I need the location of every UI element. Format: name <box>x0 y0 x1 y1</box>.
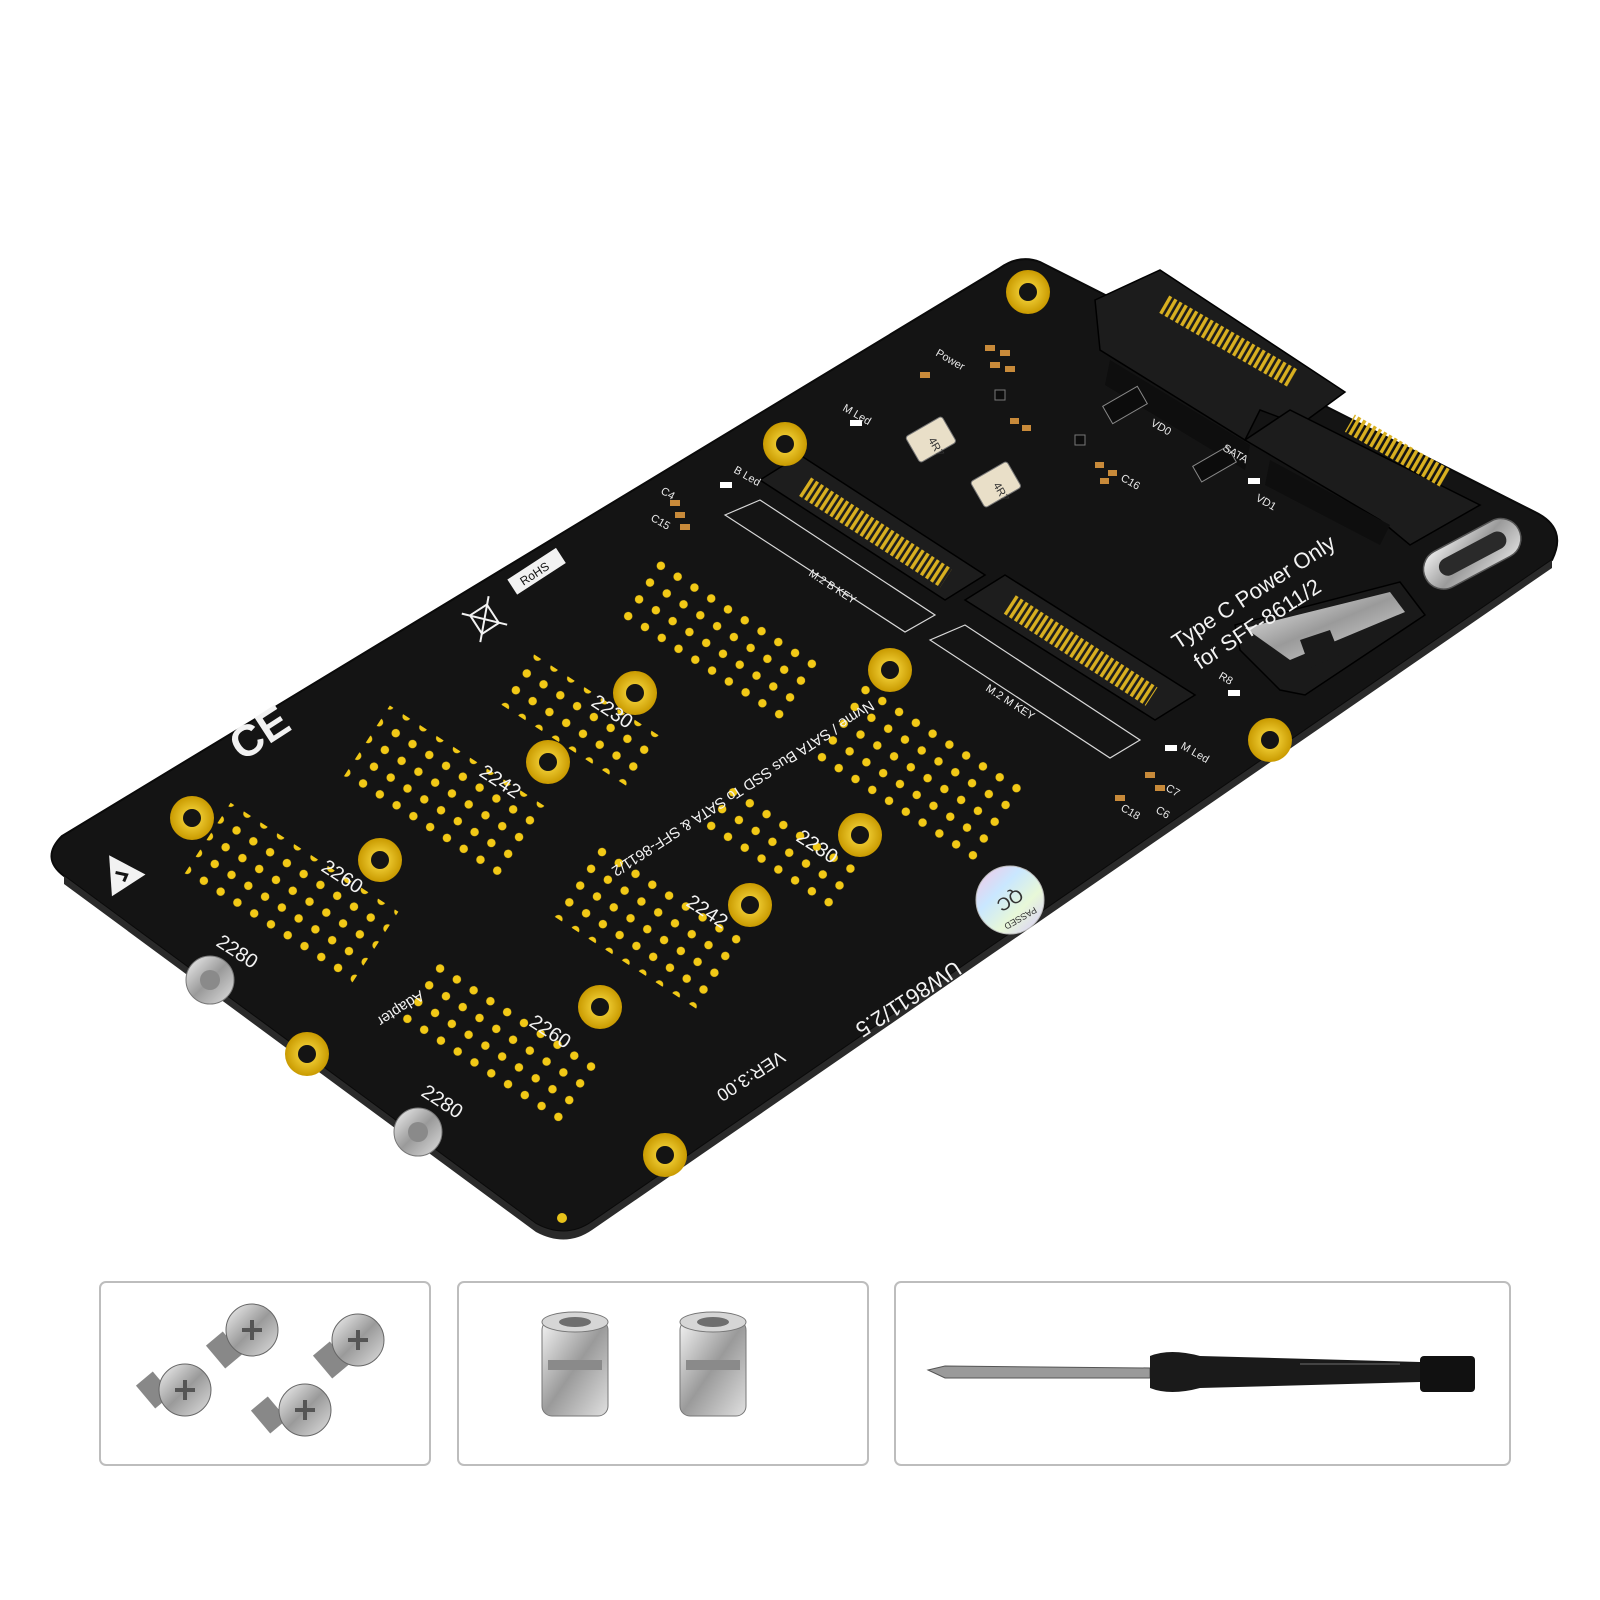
m2-b-key-slot <box>723 454 987 633</box>
mount-hole <box>763 422 807 466</box>
mount-hole <box>170 796 214 840</box>
sff-8611-connector <box>1234 581 1427 696</box>
mount-hole <box>1248 718 1292 762</box>
smd-components <box>670 345 1260 801</box>
m2-m-key-slot <box>928 574 1197 759</box>
screw <box>312 1313 385 1379</box>
standoff <box>679 1311 747 1417</box>
board-standoff <box>393 1107 443 1157</box>
mount-hole <box>643 1133 687 1177</box>
mount-hole <box>613 671 657 715</box>
mount-hole <box>728 883 772 927</box>
mount-hole <box>285 1032 329 1076</box>
screw <box>135 1363 212 1417</box>
sata-data-pins <box>1157 294 1298 387</box>
mount-hole <box>358 838 402 882</box>
mount-hole <box>838 813 882 857</box>
usb-c-port <box>1422 517 1522 590</box>
screwdriver <box>926 1352 1475 1392</box>
mounting-pad-fields <box>181 547 1027 1133</box>
sata-power-pins <box>1344 414 1451 487</box>
screw <box>205 1303 279 1369</box>
standoffs-box <box>457 1281 869 1466</box>
board-standoffs <box>185 955 443 1157</box>
board-standoff <box>185 955 235 1005</box>
gold-mounting-holes <box>170 270 1292 1223</box>
esd-warning-icon <box>109 855 146 897</box>
mount-hole <box>578 985 622 1029</box>
accessory-screws-panel <box>99 1281 431 1466</box>
accessory-standoffs-panel <box>457 1281 869 1466</box>
accessory-screwdriver-panel <box>894 1281 1511 1466</box>
screw <box>250 1383 332 1437</box>
weee-bin-icon <box>461 596 508 643</box>
mount-hole <box>868 648 912 692</box>
standoff <box>541 1311 609 1417</box>
mount-hole <box>526 740 570 784</box>
qc-passed-sticker: QC PASSED <box>975 865 1045 935</box>
mount-hole <box>1006 270 1050 314</box>
sata-connector <box>1094 269 1482 546</box>
